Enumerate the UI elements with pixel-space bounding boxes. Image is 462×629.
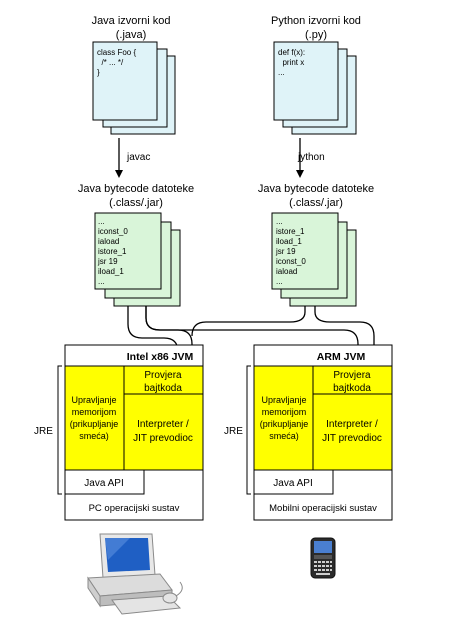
bytecode-left-group: Java bytecode datoteke (.class/.jar) ...… [78,183,194,307]
svg-text:Interpreter /: Interpreter / [326,419,378,430]
bytecode-left-title: Java bytecode datoteke [78,183,194,195]
memory-label-line: smeća) [79,431,109,441]
bytecode-right-group: Java bytecode datoteke (.class/.jar) ...… [258,183,374,307]
memory-management: Upravljanje memorijom (prikupljanje smeć… [260,395,309,441]
jre-bracket [246,365,251,495]
code-line: ... [98,217,105,226]
svg-text:bajtkoda: bajtkoda [144,383,182,394]
code-line: istore_1 [98,247,127,256]
java-api-box [253,469,334,495]
interpreter-jit: Interpreter / JIT prevodioc [133,419,193,444]
code-line: jsr 19 [97,257,118,266]
svg-text:bajtkoda: bajtkoda [333,383,371,394]
java-source-document-stack [92,41,176,135]
right-to-x86-arrow [191,306,306,337]
javac-label: javac [126,152,150,163]
python-source-extension: (.py) [305,29,327,41]
interpreter-jit: Interpreter / JIT prevodioc [322,419,382,444]
bytecode-right-document-stack [271,212,357,307]
code-line: ... [276,277,283,286]
jvm-right: ARM JVM Upravljanje memorijom (prikuplja… [224,344,393,521]
code-line: iconst_0 [276,257,306,266]
java-source-title: Java izvorni kod [92,15,171,27]
bytecode-left-code: ... iconst_0 iaload istore_1 jsr 19 iloa… [97,217,128,286]
python-source-group: Python izvorni kod (.py) def f(x): print… [271,15,361,135]
svg-text:Provjera: Provjera [144,370,182,381]
code-line: /* ... */ [97,58,124,67]
bytecode-verification: Provjera bajtkoda [144,370,182,394]
code-line: istore_1 [276,227,305,236]
right-to-arm-arrow [314,306,378,366]
code-line: class Foo { [97,48,136,57]
java-api-box [64,469,145,495]
jvm-core [64,365,204,471]
memory-label-line: (prikupljanje [70,419,119,429]
bytecode-verification: Provjera bajtkoda [333,370,371,394]
jvm-core [253,365,393,471]
python-source-title: Python izvorni kod [271,15,361,27]
bytecode-right-extension: (.class/.jar) [289,197,343,209]
code-line: print x [278,58,304,67]
compiler-arrows: javac jython [115,138,325,178]
svg-text:JIT prevodioc: JIT prevodioc [133,433,193,444]
memory-label-line: memorijom [262,407,307,417]
python-source-document-stack [273,41,357,135]
code-line: iaload [276,267,297,276]
jre-bracket [57,365,62,495]
code-line: iconst_0 [98,227,128,236]
left-to-arm-arrow [145,306,362,366]
desktop-computer-icon [87,533,183,615]
python-source-code: def f(x): print x ... [278,48,305,77]
code-line: jsr 19 [275,247,296,256]
code-line: iload_1 [276,237,302,246]
svg-text:JIT prevodioc: JIT prevodioc [322,433,382,444]
code-line: ... [276,217,283,226]
code-line: iload_1 [98,267,124,276]
jvm-title: ARM JVM [317,351,366,363]
os-label: Mobilni operacijski sustav [269,503,377,514]
code-line: ... [98,277,105,286]
svg-text:Interpreter /: Interpreter / [137,419,189,430]
jre-label: JRE [224,426,243,437]
bytecode-right-title: Java bytecode datoteke [258,183,374,195]
memory-label-line: (prikupljanje [260,419,309,429]
bytecode-right-code: ... istore_1 iload_1 jsr 19 iconst_0 ial… [275,217,306,286]
memory-label-line: Upravljanje [261,395,306,405]
memory-label-line: smeća) [269,431,299,441]
jython-label: jython [297,152,325,163]
smartphone-icon [310,537,336,579]
java-api-label: Java API [84,478,123,489]
memory-label-line: memorijom [72,407,117,417]
java-api-label: Java API [273,478,312,489]
jvm-left: Intel x86 JVM Upravljanje memorijom (pri… [34,344,204,521]
jre-label: JRE [34,426,53,437]
svg-text:Provjera: Provjera [333,370,371,381]
bytecode-left-document-stack [94,212,181,307]
java-source-group: Java izvorni kod (.java) class Foo { /* … [92,15,176,135]
memory-label-line: Upravljanje [71,395,116,405]
jvm-title: Intel x86 JVM [127,351,194,363]
code-line: ... [278,68,285,77]
code-line: } [97,68,100,77]
java-source-extension: (.java) [116,29,147,41]
code-line: def f(x): [278,48,305,57]
java-source-code: class Foo { /* ... */ } [97,48,136,77]
os-label: PC operacijski sustav [89,503,180,514]
bytecode-left-extension: (.class/.jar) [109,197,163,209]
memory-management: Upravljanje memorijom (prikupljanje smeć… [70,395,119,441]
code-line: iaload [98,237,119,246]
